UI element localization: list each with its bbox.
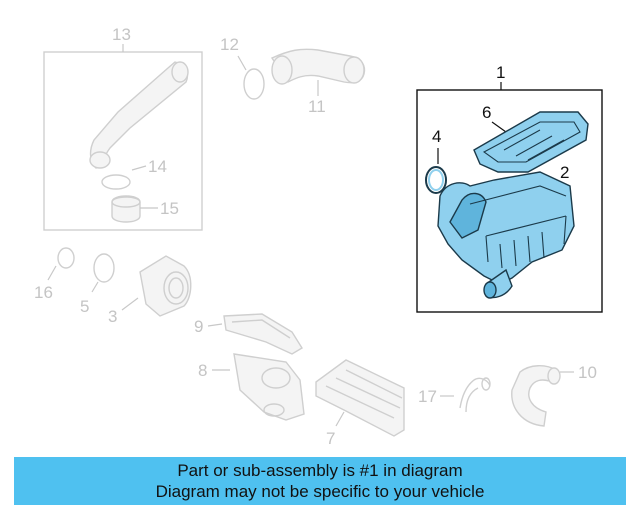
- callout-5: 5: [80, 297, 89, 316]
- part-7-group: 7: [315, 359, 405, 448]
- callout-1: 1: [496, 63, 505, 82]
- callout-7: 7: [326, 429, 335, 448]
- part-15-seal: [111, 195, 141, 223]
- callout-16: 16: [34, 283, 53, 302]
- part-12-clamp: [243, 68, 265, 100]
- part-9-cover: [223, 313, 303, 355]
- callout-2: 2: [560, 163, 569, 182]
- part-4-seal: [425, 166, 447, 194]
- callout-17: 17: [418, 387, 437, 406]
- part-11-12-group: 12 11: [220, 35, 366, 116]
- part-14-clamp: [101, 174, 131, 190]
- part-8-9-group: 9 8: [194, 313, 305, 421]
- callout-13: 13: [112, 25, 131, 44]
- callout-10: 10: [578, 363, 597, 382]
- part-17-group: 17: [418, 377, 491, 413]
- part-5-clamp: [93, 253, 115, 283]
- part-10-group: 10: [511, 363, 597, 427]
- callout-4: 4: [432, 127, 441, 146]
- part-1-group: 1 6 4 2: [416, 63, 603, 313]
- callout-11: 11: [308, 97, 326, 116]
- banner-line-2: Diagram may not be specific to your vehi…: [155, 482, 485, 501]
- banner-line-1: Part or sub-assembly is #1 in diagram: [177, 461, 463, 480]
- callout-15: 15: [160, 199, 179, 218]
- info-banner: Part or sub-assembly is #1 in diagram Di…: [14, 457, 626, 505]
- callout-6: 6: [482, 103, 491, 122]
- part-3-5-16-group: 16 5 3: [34, 247, 192, 326]
- callout-8: 8: [198, 361, 207, 380]
- callout-14: 14: [148, 157, 167, 176]
- part-1-frame: [416, 89, 603, 313]
- callout-9: 9: [194, 317, 203, 336]
- part-10-hose: [511, 365, 557, 427]
- part-6-cover: [473, 111, 589, 173]
- part-17-hose: [459, 377, 491, 413]
- part-16-clamp: [57, 247, 75, 269]
- callout-3: 3: [108, 307, 117, 326]
- callout-12: 12: [220, 35, 239, 54]
- part-7-duct: [315, 359, 405, 437]
- part-13-group: 13 14 15: [43, 25, 203, 231]
